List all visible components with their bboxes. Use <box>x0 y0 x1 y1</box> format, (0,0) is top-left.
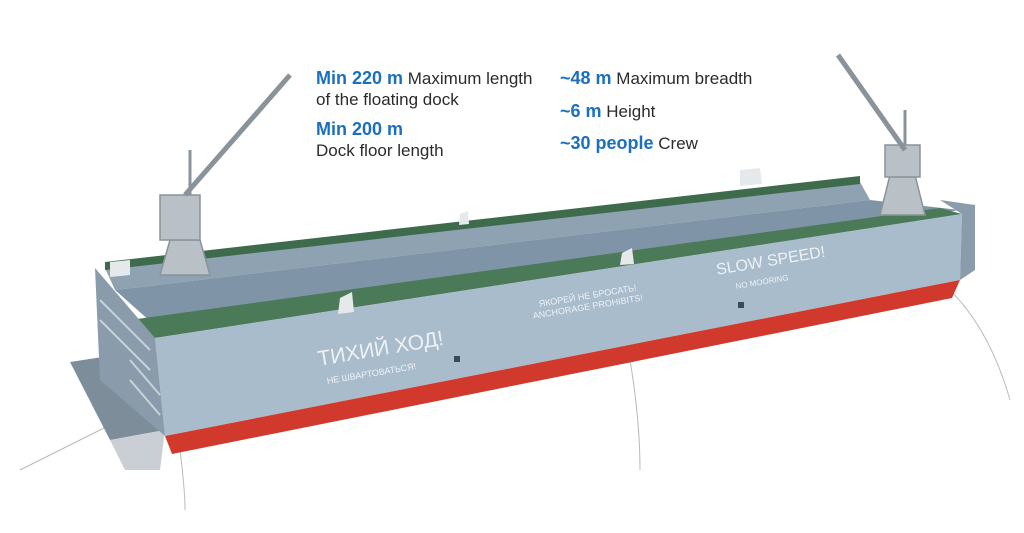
hatch <box>454 356 460 362</box>
spec-label: Maximum breadth <box>616 69 753 88</box>
crane-right <box>835 53 926 216</box>
spec-value: ~48 m <box>560 68 612 88</box>
spec-label: Dock floor length <box>316 141 444 160</box>
spec-value: Min 200 m <box>316 119 404 139</box>
spec-value: ~6 m <box>560 101 602 121</box>
end-face <box>95 268 165 436</box>
near-deck <box>130 208 962 338</box>
spec-value: Min 220 m <box>316 68 404 88</box>
spec-height: ~6 m Height <box>560 101 655 122</box>
spec-crew: ~30 people Crew <box>560 133 698 154</box>
spec-value: ~30 people <box>560 133 654 153</box>
near-wall-face <box>155 214 962 436</box>
spec-label: Height <box>606 102 656 121</box>
spec-label: Maximum length of the floating dock <box>316 69 533 109</box>
spec-floor-length: Min 200 m Dock floor length <box>316 119 546 161</box>
spec-breadth: ~48 m Maximum breadth <box>560 68 752 89</box>
stairs-left <box>99 299 161 416</box>
far-wall <box>105 182 870 290</box>
spec-label: Crew <box>658 134 698 153</box>
hatch <box>738 302 744 308</box>
waterline-band <box>165 280 960 454</box>
spec-max-length: Min 220 m Maximum length of the floating… <box>316 68 546 110</box>
bollards <box>110 168 762 314</box>
crane-left <box>159 73 292 276</box>
